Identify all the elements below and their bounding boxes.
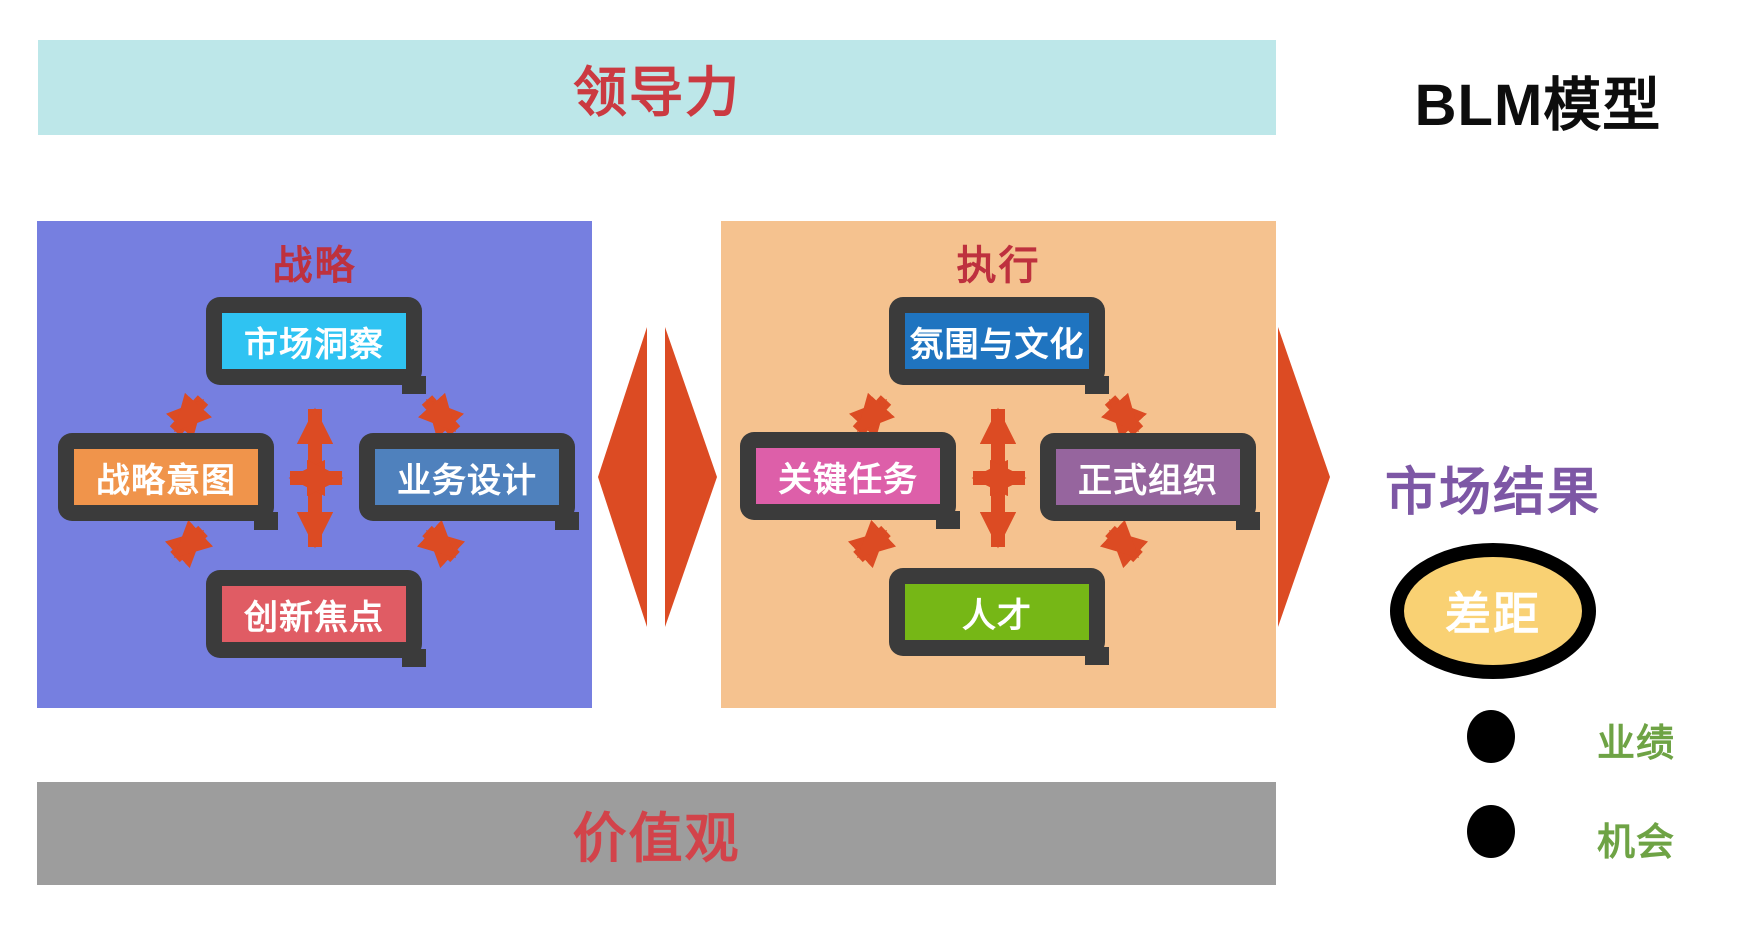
strategy-panel-title: 战略	[272, 244, 357, 288]
split-diamond-shape	[598, 327, 717, 627]
innovation-focus-label: 创新焦点	[222, 586, 406, 642]
strategic-intent-label: 战略意图	[74, 449, 258, 505]
key-tasks-box: 关键任务	[740, 432, 960, 529]
formal-organization-box: 正式组织	[1040, 433, 1260, 530]
talent-box: 人才	[889, 568, 1109, 665]
climate-culture-box: 氛围与文化	[889, 297, 1109, 394]
values-banner: 价值观	[37, 782, 1276, 885]
climate-culture-label: 氛围与文化	[905, 313, 1089, 369]
execution-panel-title: 执行	[956, 244, 1041, 288]
market-results-title: 市场结果	[1384, 464, 1601, 522]
formal-organization-label: 正式组织	[1056, 449, 1240, 505]
performance-bullet-icon	[1467, 710, 1515, 763]
business-design-label: 业务设计	[375, 449, 559, 505]
talent-label: 人才	[905, 584, 1089, 640]
gap-ellipse: 差距	[1390, 543, 1596, 679]
key-tasks-label: 关键任务	[756, 448, 940, 504]
opportunity-bullet-icon	[1467, 805, 1515, 858]
leadership-banner-label: 领导力	[573, 63, 741, 123]
results-arrow	[1278, 327, 1330, 627]
market-insight-label: 市场洞察	[222, 313, 406, 369]
model-title: BLM模型	[1414, 73, 1662, 138]
leadership-banner: 领导力	[38, 40, 1276, 135]
gap-label: 差距	[1445, 588, 1541, 640]
performance-label: 业绩	[1597, 723, 1676, 765]
values-banner-label: 价值观	[572, 809, 741, 869]
business-design-box: 业务设计	[359, 433, 579, 530]
opportunity-label: 机会	[1597, 822, 1676, 864]
market-insight-box: 市场洞察	[206, 297, 426, 394]
innovation-focus-box: 创新焦点	[206, 570, 426, 667]
strategic-intent-box: 战略意图	[58, 433, 278, 530]
